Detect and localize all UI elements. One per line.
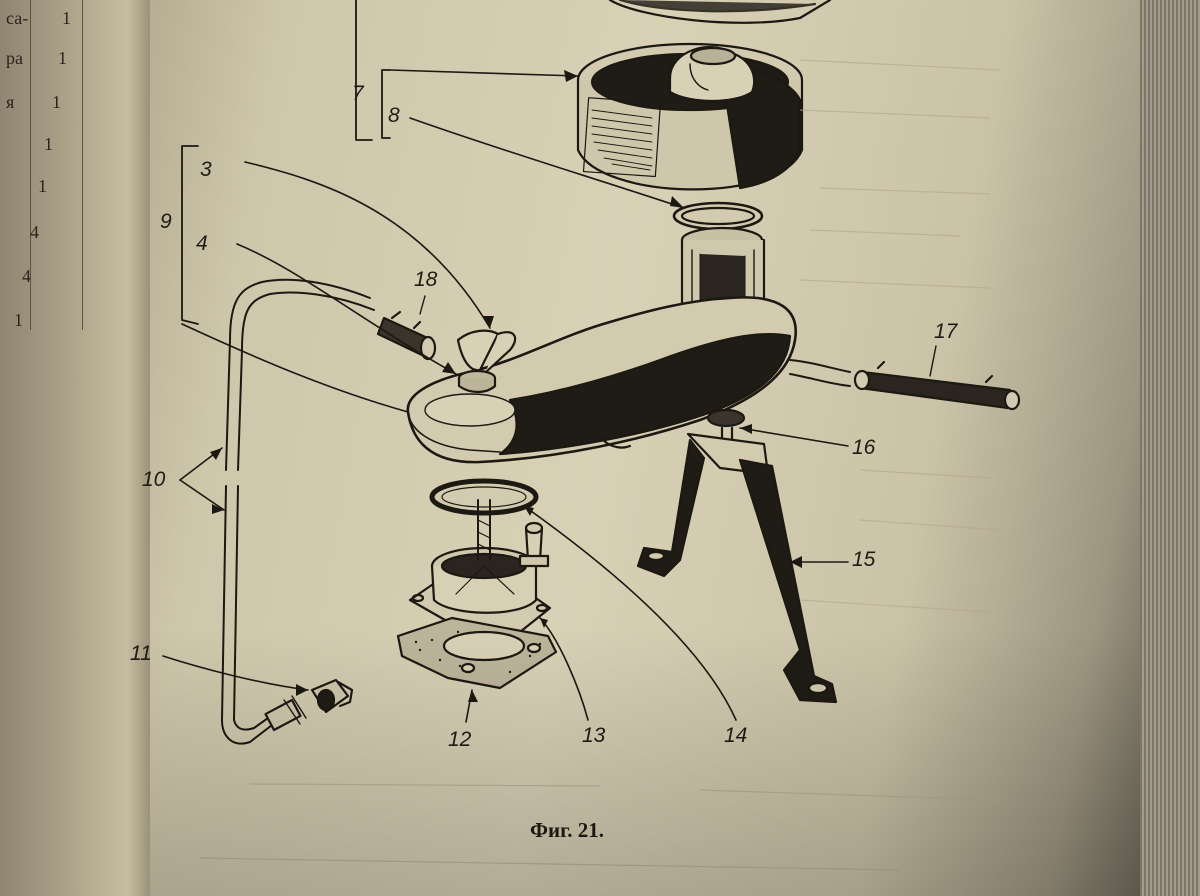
support-bracket-part bbox=[636, 432, 838, 704]
table-row: 1 bbox=[0, 134, 150, 164]
text-fragment: я bbox=[6, 92, 15, 112]
table-row: 4 bbox=[0, 266, 150, 296]
table-rule bbox=[30, 0, 31, 330]
clamped-hose-part bbox=[853, 360, 1021, 411]
filter-housing-part bbox=[406, 226, 851, 464]
filter-cover-part bbox=[608, 0, 832, 24]
label-14: 14 bbox=[724, 724, 748, 747]
label-12: 12 bbox=[448, 728, 472, 751]
label-13: 13 bbox=[582, 724, 606, 747]
label-17: 17 bbox=[934, 320, 958, 343]
table-row: 1 bbox=[0, 176, 150, 206]
quantity-value: 1 bbox=[38, 176, 47, 196]
spacer-washer-part bbox=[706, 408, 746, 454]
quantity-value: 4 bbox=[22, 266, 31, 286]
left-page: са- 1 ра 1 я 1 1 1 4 4 1 bbox=[0, 0, 150, 896]
quantity-value: 1 bbox=[44, 134, 53, 154]
filter-element-part bbox=[576, 42, 804, 191]
figure-caption: Фиг. 21. bbox=[530, 818, 605, 842]
flange-gasket-part bbox=[396, 616, 558, 690]
quantity-value: 1 bbox=[62, 8, 71, 28]
text-fragment: ра bbox=[6, 48, 23, 68]
quantity-value: 1 bbox=[52, 92, 61, 112]
label-11: 11 bbox=[130, 642, 152, 665]
page-edges bbox=[1140, 0, 1200, 896]
label-4: 4 bbox=[196, 232, 208, 255]
bolt-part bbox=[518, 521, 550, 568]
label-15: 15 bbox=[852, 548, 876, 571]
oil-pipe-part bbox=[221, 278, 375, 745]
quantity-value: 1 bbox=[14, 310, 23, 330]
table-row: ра 1 bbox=[0, 48, 150, 78]
label-18: 18 bbox=[414, 268, 438, 291]
table-row: са- 1 bbox=[0, 8, 150, 38]
label-7: 7 bbox=[352, 82, 364, 105]
union-fitting-part bbox=[310, 678, 354, 714]
table-row: 4 bbox=[0, 222, 150, 252]
label-8: 8 bbox=[388, 104, 400, 127]
table-rule bbox=[82, 0, 83, 330]
gasket-ring-part bbox=[429, 478, 539, 516]
label-3: 3 bbox=[200, 158, 212, 181]
label-10: 10 bbox=[142, 468, 166, 491]
quantity-value: 1 bbox=[58, 48, 67, 68]
sealing-ring-part bbox=[672, 201, 764, 231]
label-9: 9 bbox=[160, 210, 172, 233]
label-16: 16 bbox=[852, 436, 876, 459]
text-fragment: са- bbox=[6, 8, 29, 28]
table-row: 1 bbox=[0, 310, 150, 340]
table-row: я 1 bbox=[0, 92, 150, 122]
quantity-value: 4 bbox=[30, 222, 39, 242]
clamp-hose-part bbox=[376, 310, 437, 361]
adapter-flange-part bbox=[408, 499, 552, 634]
